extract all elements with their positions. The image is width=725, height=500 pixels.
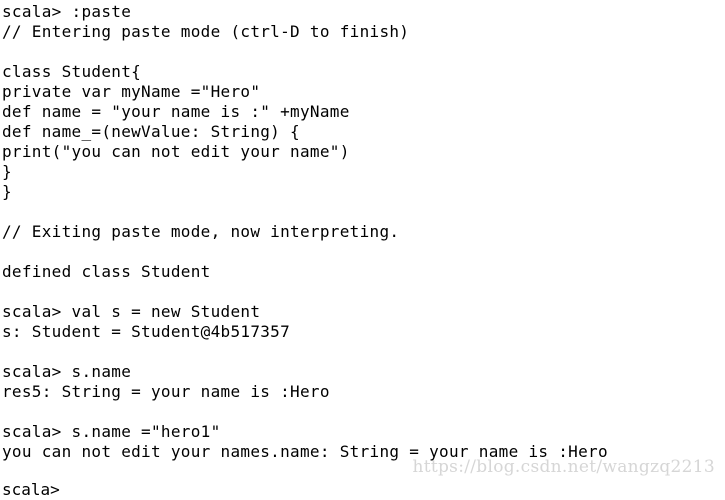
terminal-line: def name_=(newValue: String) { bbox=[2, 122, 300, 141]
terminal-prompt-partial: scala> bbox=[2, 480, 60, 499]
terminal-line bbox=[2, 282, 725, 302]
terminal-line: scala> :paste bbox=[2, 2, 132, 21]
watermark-url: https://blog.csdn.net/wangzq2213 bbox=[412, 457, 715, 477]
terminal-line: // Exiting paste mode, now interpreting. bbox=[2, 222, 400, 241]
terminal-line: you can not edit your names.name: String… bbox=[2, 442, 608, 461]
terminal-line bbox=[2, 42, 725, 62]
terminal-line: def name = "your name is :" +myName bbox=[2, 102, 350, 121]
terminal-line: scala> s.name ="hero1" bbox=[2, 422, 221, 441]
terminal-line bbox=[2, 242, 725, 262]
terminal-line: s: Student = Student@4b517357 bbox=[2, 322, 291, 341]
terminal-line: res5: String = your name is :Hero bbox=[2, 382, 330, 401]
terminal-line bbox=[2, 202, 725, 222]
terminal-line: print("you can not edit your name") bbox=[2, 142, 350, 161]
terminal-line: class Student{ bbox=[2, 62, 142, 81]
terminal-line: scala> val s = new Student bbox=[2, 302, 261, 321]
terminal-line: // Entering paste mode (ctrl-D to finish… bbox=[2, 22, 410, 41]
terminal-line: } bbox=[2, 182, 12, 201]
terminal-line: private var myName ="Hero" bbox=[2, 82, 261, 101]
terminal-line: scala> s.name bbox=[2, 362, 132, 381]
terminal-line bbox=[2, 402, 725, 422]
terminal-output[interactable]: scala> :paste // Entering paste mode (ct… bbox=[0, 0, 725, 489]
terminal-line: defined class Student bbox=[2, 262, 211, 281]
terminal-line: } bbox=[2, 162, 12, 181]
terminal-line bbox=[2, 342, 725, 362]
